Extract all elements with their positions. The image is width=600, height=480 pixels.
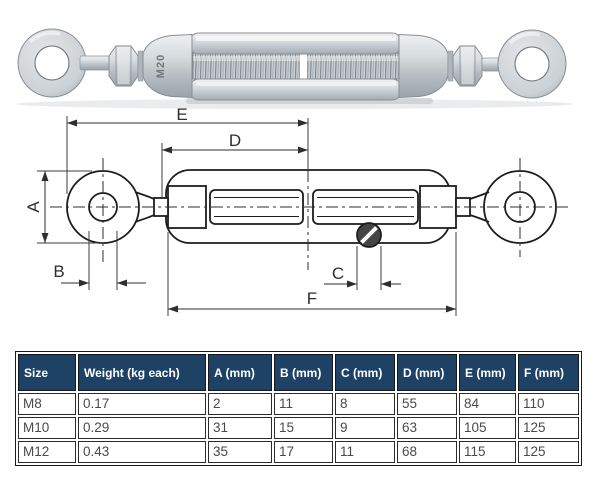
header-row: Size Weight (kg each) A (mm) B (mm) C (m…	[18, 354, 579, 391]
table-cell: M8	[18, 393, 76, 415]
table-row-m12: M12 0.43 35 17 11 68 115 125	[18, 441, 579, 463]
part-outline	[66, 169, 557, 248]
threaded-rod-right	[306, 52, 406, 80]
column-header-f: F (mm)	[518, 354, 579, 391]
product-photo: M20	[17, 28, 573, 109]
right-eye-ring	[497, 29, 567, 99]
locking-screw	[356, 222, 382, 248]
table-cell: 105	[459, 417, 516, 439]
spec-table: Size Weight (kg each) A (mm) B (mm) C (m…	[15, 351, 582, 466]
table-cell: 31	[208, 417, 272, 439]
column-header-size: Size	[18, 354, 76, 391]
table-cell: 55	[397, 393, 457, 415]
table-cell: 35	[208, 441, 272, 463]
table-cell: 125	[518, 441, 579, 463]
table-cell: 125	[518, 417, 579, 439]
size-stamp: M20	[155, 54, 167, 78]
column-header-weight: Weight (kg each)	[78, 354, 206, 391]
table-cell: 110	[518, 393, 579, 415]
rod-gap	[300, 50, 307, 81]
dimension-label-f: F	[307, 289, 317, 308]
dimension-label-d: D	[229, 131, 241, 150]
dimension-label-a: A	[24, 201, 43, 213]
left-shank	[79, 55, 111, 71]
table-cell: 68	[397, 441, 457, 463]
right-washer	[447, 50, 454, 82]
table-cell: M10	[18, 417, 76, 439]
column-header-d: D (mm)	[397, 354, 457, 391]
table-cell: 63	[397, 417, 457, 439]
table-cell: 8	[335, 393, 395, 415]
column-header-b: B (mm)	[274, 354, 333, 391]
table-cell: 84	[459, 393, 516, 415]
left-eye-ring	[17, 28, 87, 98]
table-cell: 0.17	[78, 393, 206, 415]
left-hex-nut	[108, 45, 139, 87]
centerlines	[50, 158, 572, 270]
dimension-lines	[41, 119, 456, 313]
table-cell: 9	[335, 417, 395, 439]
table-cell: 0.43	[78, 441, 206, 463]
technical-diagram: E D A B C F	[24, 105, 572, 316]
table-cell: 0.29	[78, 417, 206, 439]
column-header-c: C (mm)	[335, 354, 395, 391]
right-muff	[398, 33, 449, 99]
right-hex-nut	[452, 45, 483, 87]
left-washer	[137, 50, 144, 82]
table-cell: 11	[274, 393, 333, 415]
column-header-e: E (mm)	[459, 354, 516, 391]
threaded-rod-left	[192, 52, 301, 80]
column-header-a: A (mm)	[208, 354, 272, 391]
table-row-m8: M8 0.17 2 11 8 55 84 110	[18, 393, 579, 415]
left-muff	[142, 33, 193, 99]
table-cell: 2	[208, 393, 272, 415]
table-cell: M12	[18, 441, 76, 463]
dimension-label-c: C	[332, 264, 344, 283]
dimension-label-b: B	[53, 262, 64, 281]
rod-sheen-right	[307, 56, 405, 61]
table-cell: 15	[274, 417, 333, 439]
rod-sheen-left	[193, 56, 300, 61]
dimension-label-e: E	[176, 105, 187, 124]
table-row-m10: M10 0.29 31 15 9 63 105 125	[18, 417, 579, 439]
table-cell: 17	[274, 441, 333, 463]
table-cell: 115	[459, 441, 516, 463]
table-cell: 11	[335, 441, 395, 463]
